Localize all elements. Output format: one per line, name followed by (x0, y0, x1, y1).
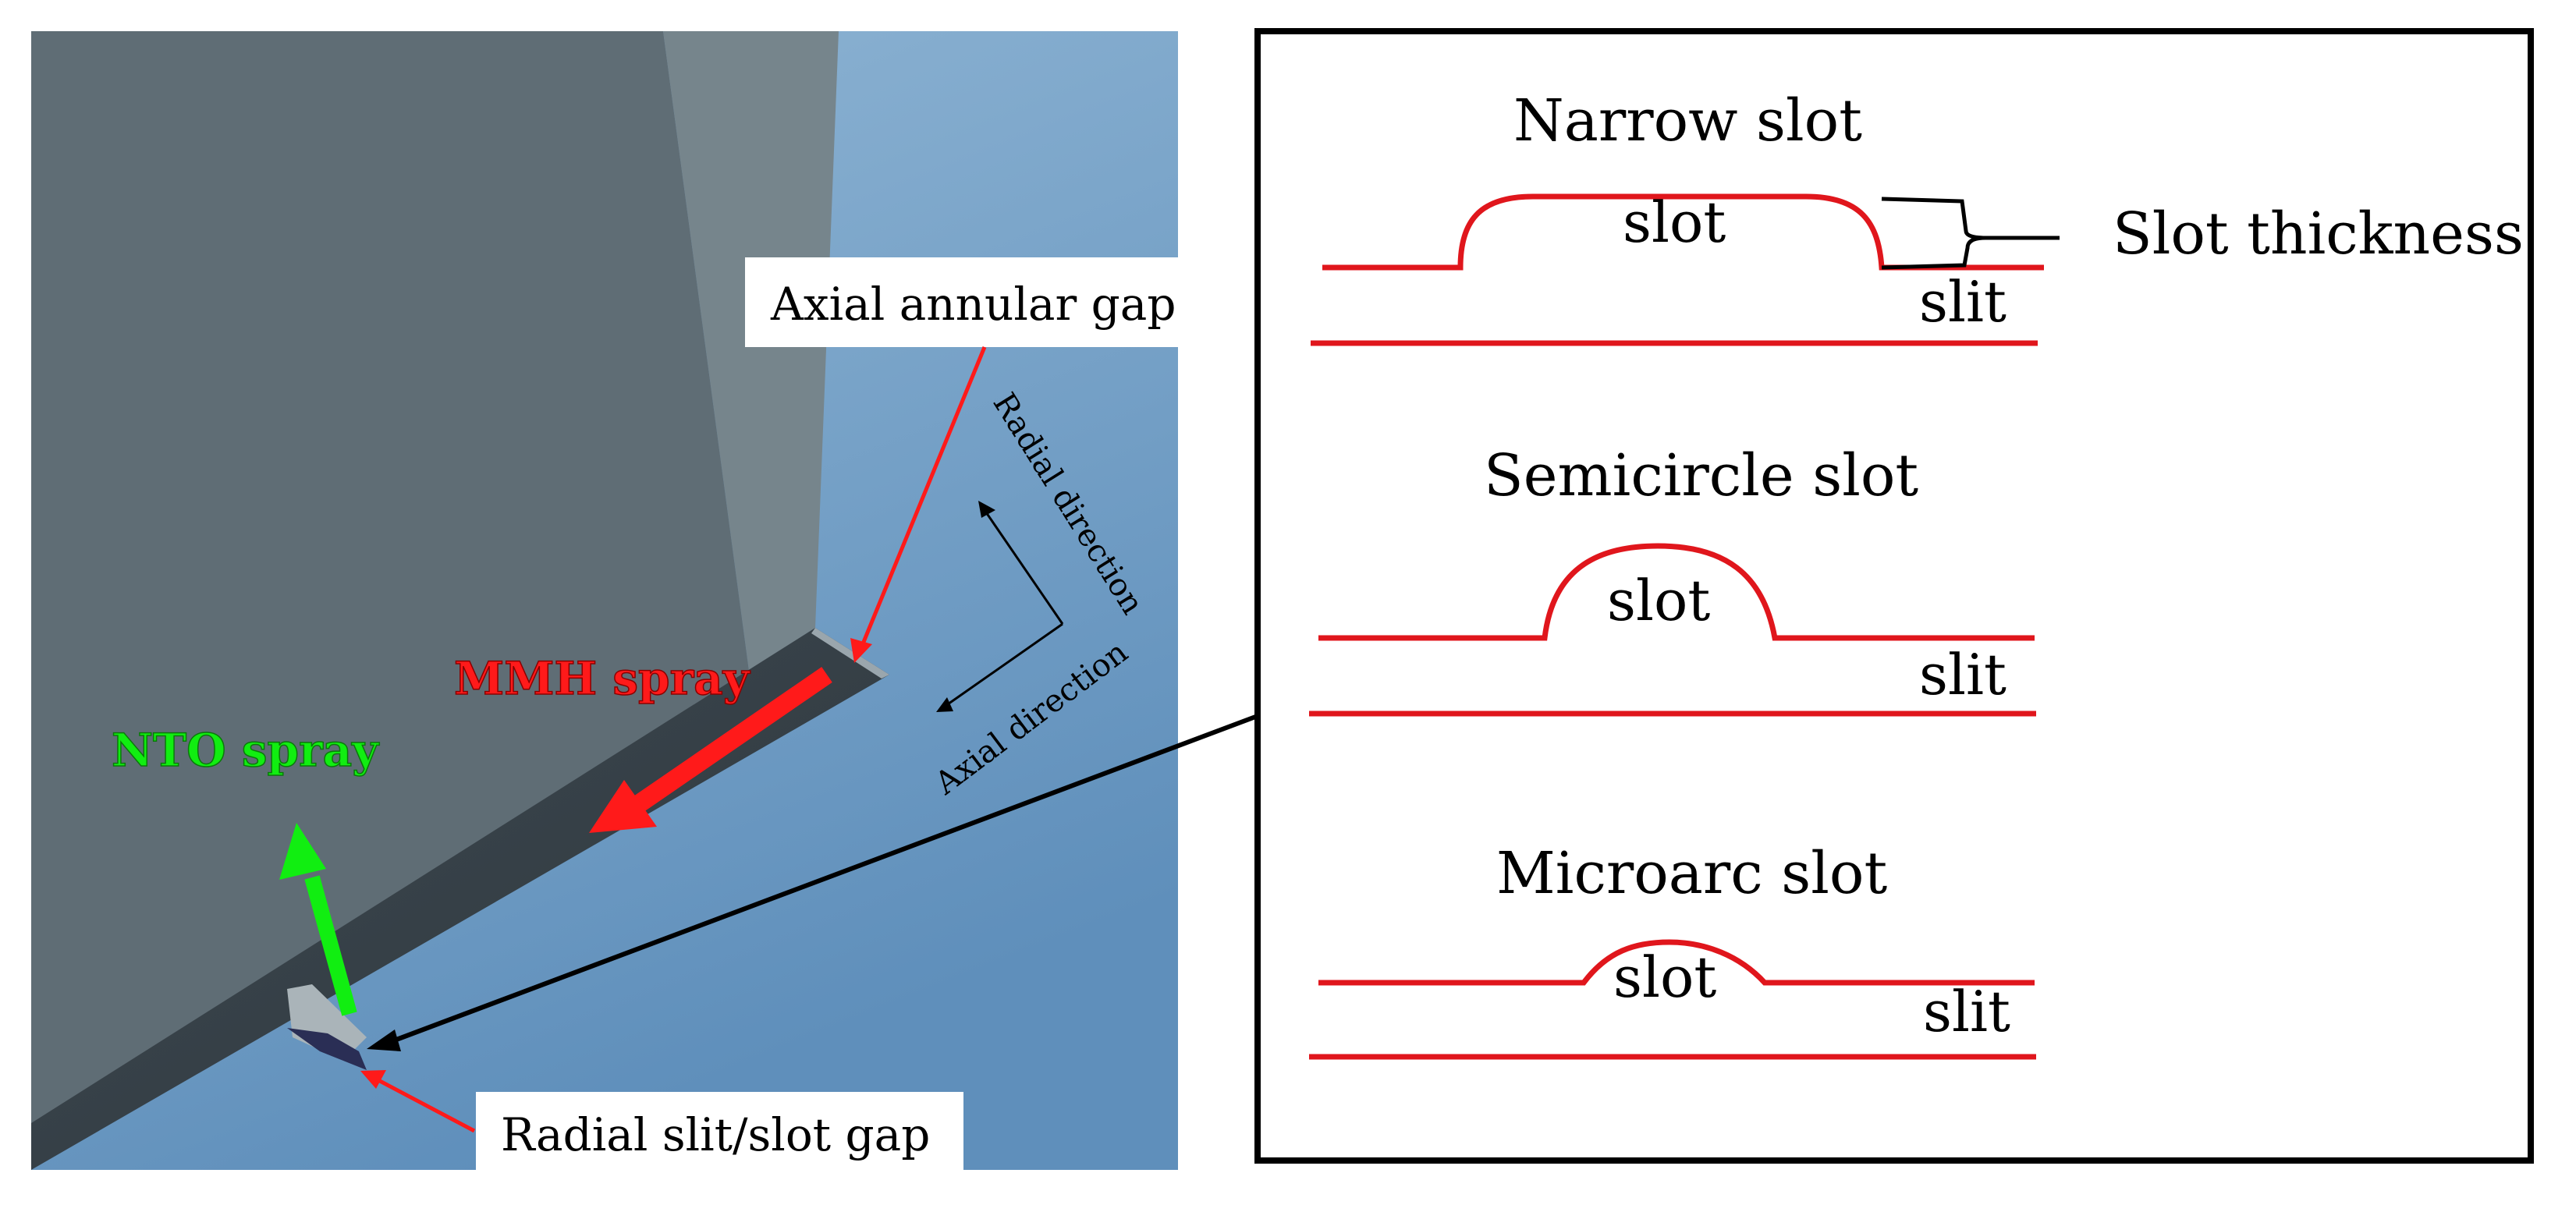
mmh-spray-label: MMH spray (454, 652, 751, 705)
axial-annular-gap-callout: Axial annular gap (745, 257, 1182, 663)
narrow-slot-upper-line (1322, 193, 2044, 271)
slot-thickness-bracket (1881, 197, 2060, 270)
nto-spray-arrow (304, 875, 357, 1016)
semicircle-slot-slit-label: slit (1919, 642, 2007, 707)
semicircle-slot-title: Semicircle slot (1484, 442, 1918, 509)
mmh-spray-arrow (634, 667, 832, 811)
microarc-slot-upper-line (1318, 939, 2035, 986)
axial-direction-arrow (945, 622, 1063, 707)
detail-connector-arrowhead (367, 1029, 401, 1051)
injector-body-light-face (663, 31, 839, 671)
radial-direction-arrow (983, 509, 1064, 625)
microarc-slot-slit-label: slit (1923, 979, 2010, 1044)
narrow-slot-profile: Narrow slot slot slit Slot thickness (1311, 87, 2524, 346)
slot-thickness-label: Slot thickness (2113, 200, 2524, 268)
axial-annular-gap-pointer-head (850, 638, 872, 663)
microarc-slot-profile: Microarc slot slot slit (1309, 840, 2036, 1060)
semicircle-slot-upper-line (1318, 543, 2035, 641)
nto-spray-group: NTO spray (111, 723, 381, 1016)
axial-annular-gap-label-box (745, 257, 1182, 347)
radial-slit-slot-gap-callout: Radial slit/slot gap (360, 1070, 963, 1178)
nto-spray-label: NTO spray (112, 724, 380, 777)
radial-arrowhead (978, 501, 995, 518)
narrow-slot-slit-label: slit (1919, 269, 2007, 335)
radial-slit-slot-gap-label-box (476, 1092, 963, 1178)
radial-slit-slot-gap-label: Radial slit/slot gap (501, 1108, 930, 1161)
microarc-slot-title: Microarc slot (1496, 840, 1887, 907)
nto-spray-arrowhead (279, 823, 326, 880)
annular-gap-channel (31, 628, 889, 1170)
injector-body-dark-face (31, 31, 749, 1170)
mmh-spray-group: MMH spray (453, 651, 832, 833)
narrow-slot-title: Narrow slot (1513, 87, 1862, 154)
radial-slit-slot-gap-pointer-head (360, 1070, 386, 1089)
annular-gap-edge (811, 628, 889, 679)
microarc-slot-slot-label: slot (1613, 944, 1716, 1010)
semicircle-slot-profile: Semicircle slot slot slit (1309, 442, 2036, 717)
mmh-spray-arrowhead (589, 780, 657, 833)
axial-arrowhead (936, 697, 953, 712)
narrow-slot-slot-label: slot (1623, 190, 1726, 255)
detail-connector-line (389, 714, 1259, 1044)
axial-annular-gap-pointer (860, 346, 987, 647)
injector-render (31, 31, 1178, 1170)
radial-slit-slot-gap-pointer (377, 1078, 476, 1133)
radial-slit-slot (287, 1028, 367, 1070)
semicircle-slot-slot-label: slot (1607, 568, 1710, 633)
axial-annular-gap-label: Axial annular gap (770, 278, 1176, 331)
